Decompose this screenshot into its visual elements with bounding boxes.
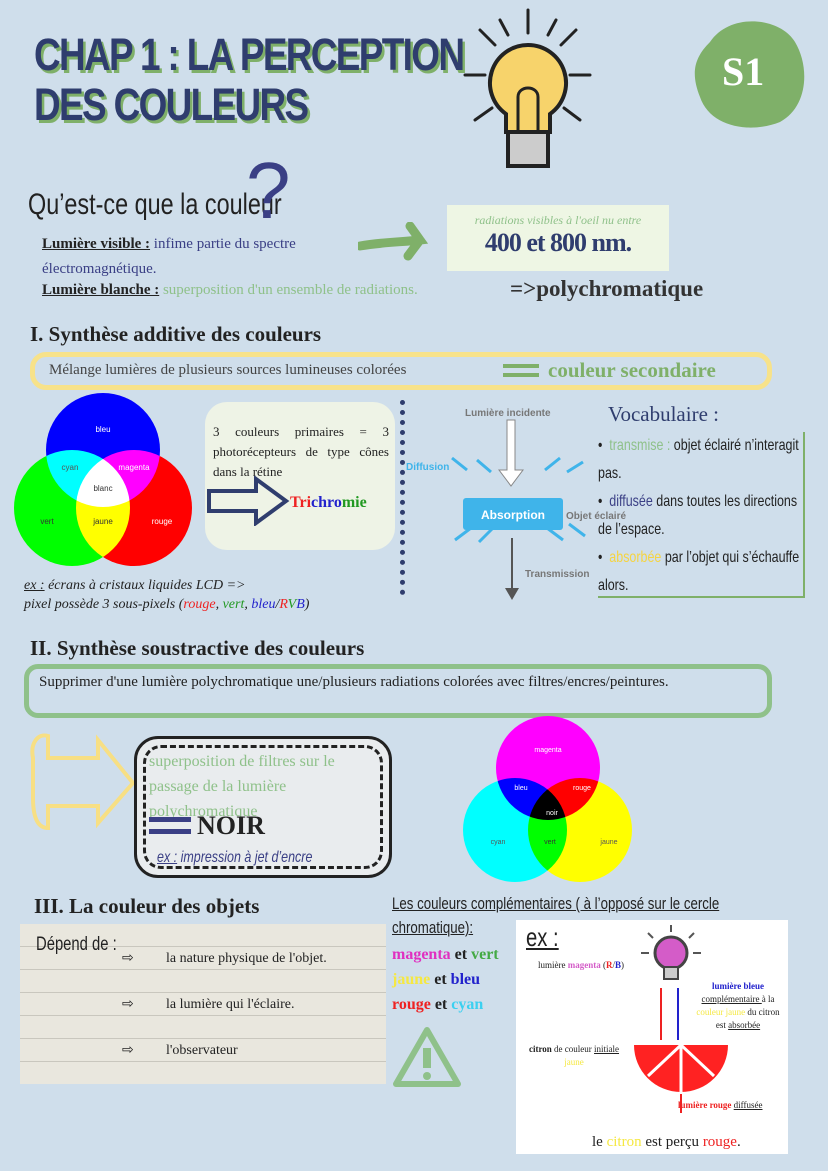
visible-light-def: Lumière visible : infime partie du spect… [42, 236, 296, 277]
warning-icon [393, 1027, 461, 1087]
arrow-icon [207, 476, 290, 526]
section-3-title: III. La couleur des objets [34, 894, 260, 918]
diagram-label: Objet éclairé [566, 511, 626, 522]
venn-label: bleu [95, 425, 110, 434]
trichromie-box: 3 couleurs primaires = 3 photorécepteurs… [205, 402, 395, 550]
filter-box: superposition de filtres sur le passage … [134, 736, 392, 878]
badge-blob [694, 21, 805, 128]
diagram-label: Absorption [481, 508, 545, 522]
complementary-title: Les couleurs complémentaires ( à l’oppos… [392, 894, 720, 937]
question-heading: Qu’est-ce que la couleur [28, 188, 282, 221]
venn-label: noir [546, 810, 558, 817]
venn-label: rouge [573, 785, 591, 792]
equals-icon [503, 364, 539, 368]
polychromatique-label: =>polychromatique [510, 276, 704, 301]
complementary-pairs: magenta et vert jaune et bleu rouge et c… [392, 946, 499, 1013]
vocab-title: Vocabulaire : [608, 402, 719, 426]
question-mark-icon: ? [246, 146, 291, 235]
vocab-item: • absorbée par l’objet qui s’échauffe al… [598, 549, 800, 594]
venn-label: magenta [534, 747, 561, 754]
lcd-example: ex : écrans à cristaux liquides LCD => p… [24, 578, 310, 612]
subtractive-venn: magenta cyan jaune bleu rouge vert noir [463, 716, 632, 882]
vocab-item: • transmise : objet éclairé n’interagit … [598, 437, 799, 482]
notepad: Dépend de : ⇨la nature physique de l'obj… [20, 924, 386, 1084]
venn-label: blanc [93, 484, 112, 493]
section-1-title: I. Synthèse additive des couleurs [30, 322, 322, 346]
venn-label: magenta [118, 463, 150, 472]
additive-venn: bleu vert rouge cyan magenta jaune blanc [14, 393, 192, 566]
divider [400, 400, 405, 595]
venn-label: bleu [514, 785, 527, 792]
venn-label: cyan [62, 463, 79, 472]
secondary-color-label: couleur secondaire [548, 358, 716, 382]
venn-label: vert [544, 839, 556, 846]
circle-red [76, 450, 192, 566]
venn-label: cyan [491, 839, 506, 846]
trichromie-label: Trichromie [290, 494, 367, 511]
diagram-label: Diffusion [406, 462, 449, 473]
wavelength-note: radiations visibles à l'oeil nu entre 40… [447, 205, 669, 271]
section-2-title: II. Synthèse soustractive des couleurs [30, 636, 365, 660]
factor-item: ⇨la lumière qui l'éclaire. [122, 997, 295, 1012]
diagram-label: Lumière incidente [465, 408, 551, 419]
lightbulb-icon [463, 8, 592, 168]
session-badge: S1 [722, 49, 765, 94]
lemon-example: ex : lumière magenta (R/B) lumière bleue… [516, 920, 788, 1154]
subtractive-banner: Supprimer d'une lumière polychromatique … [24, 664, 772, 718]
magenta-bulb-icon [641, 925, 701, 980]
venn-label: rouge [152, 517, 173, 526]
lemon-slice-icon [634, 988, 728, 1113]
diagram-label: Transmission [525, 569, 589, 580]
factor-item: ⇨la nature physique de l'objet. [122, 951, 327, 966]
arrow-icon [358, 222, 429, 261]
factor-item: ⇨l'observateur [122, 1043, 238, 1058]
venn-label: jaune [92, 517, 113, 526]
additive-banner: Mélange lumières de plusieurs sources lu… [30, 352, 772, 390]
vocab-list: • transmise : objet éclairé n’interagit … [598, 432, 805, 598]
vocab-item: • diffusée dans toutes les directions de… [598, 493, 798, 538]
noir-label: NOIR [197, 811, 265, 840]
white-light-def: Lumière blanche : superposition d'un ens… [42, 282, 418, 298]
venn-label: vert [40, 517, 54, 526]
arrow-icon [30, 733, 136, 831]
interaction-diagram: Lumière incidente Diffusion Absorption O… [406, 408, 626, 600]
venn-label: jaune [599, 839, 617, 846]
